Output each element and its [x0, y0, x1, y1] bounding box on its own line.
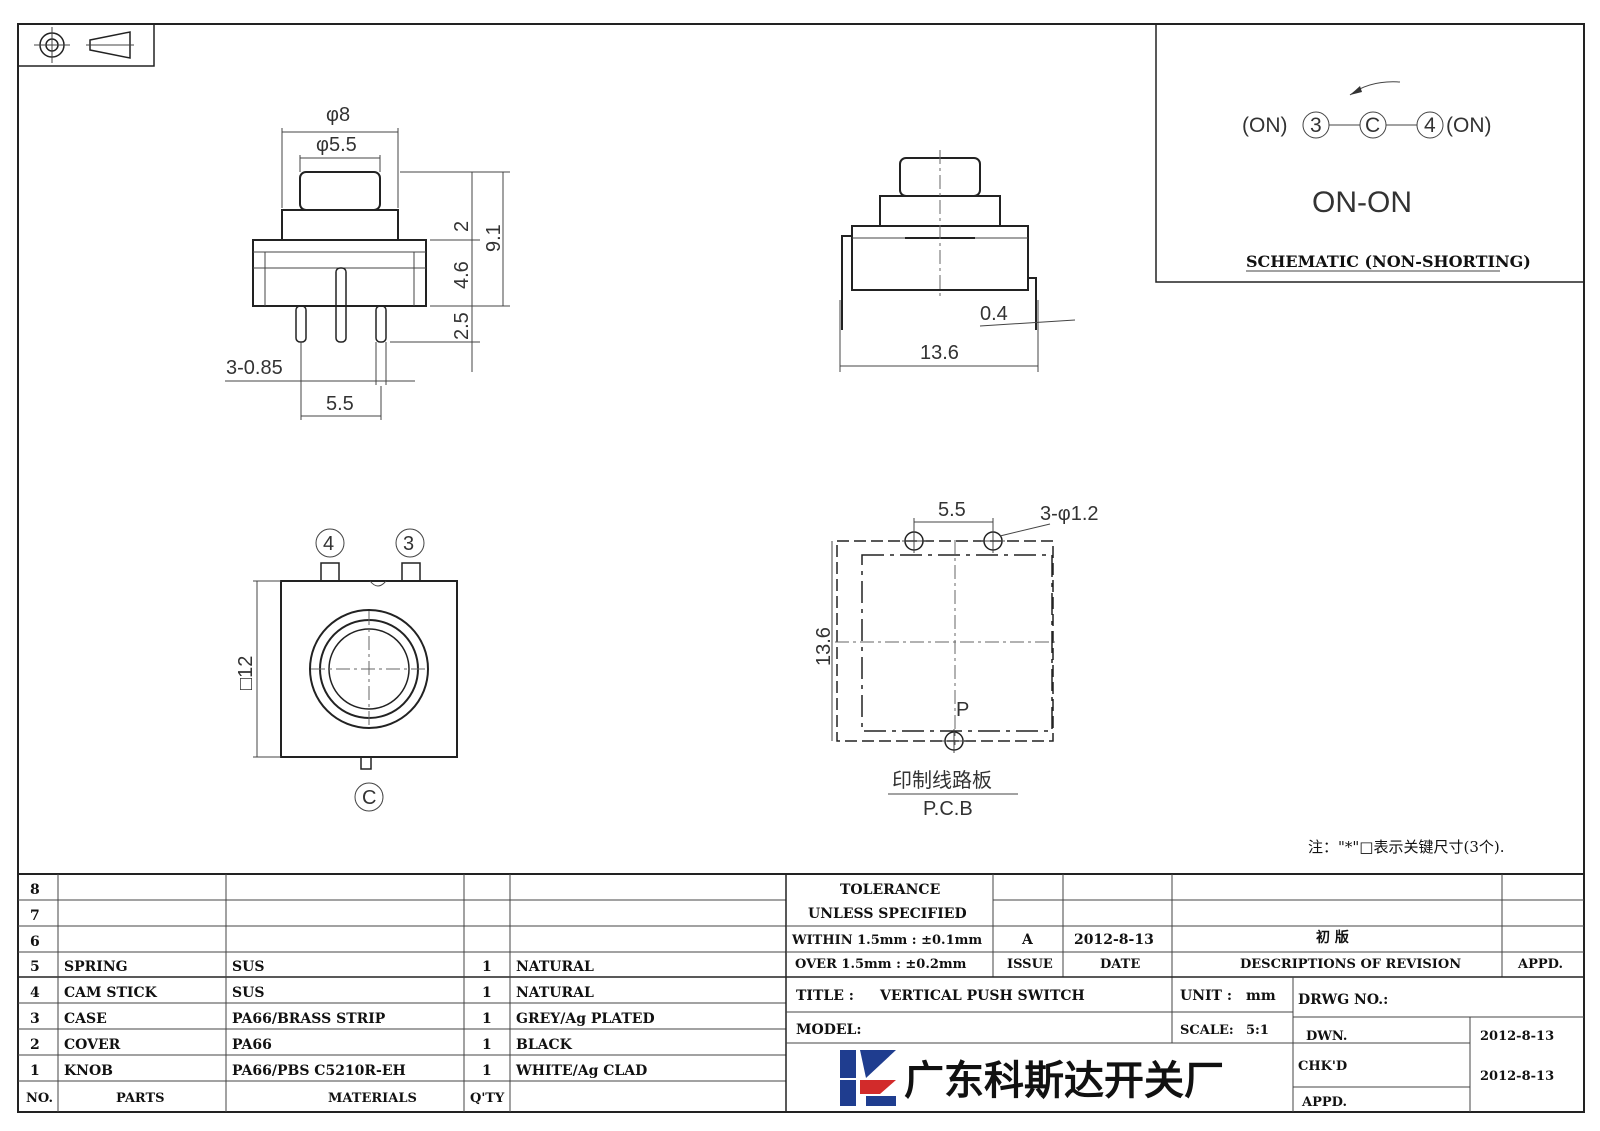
- parts-table: 8 7 6 5 SPRING SUS 1 NATURAL 4 CAM STICK…: [26, 882, 655, 1106]
- tolerance-line1: TOLERANCE: [840, 882, 940, 898]
- dim-h-body: 4.6: [451, 261, 473, 289]
- pcb-p-label: P: [956, 699, 969, 721]
- row-qty: 1: [482, 959, 492, 975]
- schematic-box: (ON) 3 C 4 (ON) ON-ON SCHEMATIC (NON-SHO…: [1155, 23, 1585, 283]
- company-logo-icon: [838, 1050, 896, 1106]
- row-qty: 1: [482, 1063, 492, 1079]
- schematic-on-left: (ON): [1242, 114, 1288, 137]
- row-no: 2: [30, 1037, 40, 1053]
- dwn-label: DWN.: [1306, 1029, 1347, 1044]
- row-material: SUS: [232, 959, 264, 975]
- pcb-view: 5.5 3-φ1.2 13.6 P 印制线路板 P.C.B: [813, 499, 1099, 820]
- top-pin3: 3: [403, 533, 414, 555]
- row-no: 5: [30, 959, 40, 975]
- pcb-holes: 3-φ1.2: [1040, 503, 1099, 525]
- note-text: 注："*"□表示关键尺寸(3个).: [1308, 838, 1505, 856]
- appd-row-label: APPD.: [1301, 1095, 1347, 1110]
- title-value: VERTICAL PUSH SWITCH: [879, 988, 1085, 1004]
- front-view: φ8 φ5.5 2 4.6 2.5 9.1 3-0.85 5.5: [225, 104, 510, 420]
- drwg-no-label: DRWG NO.:: [1298, 992, 1388, 1008]
- model-label: MODEL:: [796, 1022, 862, 1038]
- scale-label: SCALE:: [1180, 1023, 1234, 1038]
- row-material: PA66/PBS C5210R-EH: [232, 1063, 406, 1079]
- top-view: 4 3 C □12: [235, 528, 458, 812]
- issue-label: ISSUE: [1007, 957, 1053, 972]
- tolerance-within: WITHIN 1.5mm : ±0.1mm: [791, 933, 982, 948]
- row-no: 6: [30, 934, 40, 950]
- schematic-caption: SCHEMATIC (NON-SHORTING): [1246, 252, 1531, 271]
- row-qty: 1: [482, 1037, 492, 1053]
- tolerance-line2: UNLESS SPECIFIED: [808, 906, 967, 922]
- side-view: 13.6 0.4: [839, 150, 1076, 372]
- row-qty: 1: [482, 985, 492, 1001]
- title-label: TITLE :: [796, 988, 854, 1004]
- dim-h-pin: 2.5: [451, 312, 473, 340]
- row-part: KNOB: [64, 1063, 113, 1079]
- row-material: PA66/BRASS STRIP: [232, 1011, 386, 1027]
- header-materials: MATERIALS: [328, 1091, 417, 1106]
- revision-issue: A: [1021, 932, 1034, 948]
- dim-h-knob: 2: [451, 221, 473, 232]
- schematic-pin4: 4: [1424, 114, 1436, 137]
- schematic-mode: ON-ON: [1312, 186, 1412, 219]
- header-parts: PARTS: [116, 1091, 165, 1106]
- description-label: DESCRIPTIONS OF REVISION: [1240, 957, 1461, 972]
- scale-value: 5:1: [1246, 1023, 1269, 1038]
- dim-thickness: 0.4: [980, 303, 1008, 325]
- row-no: 8: [30, 882, 40, 898]
- revision-date: 2012-8-13: [1074, 932, 1154, 948]
- sheet-border: [17, 23, 1585, 1113]
- schematic-common: C: [1365, 114, 1380, 137]
- chkd-label: CHK'D: [1298, 1059, 1347, 1074]
- appd-label: APPD.: [1517, 957, 1563, 972]
- row-finish: WHITE/Ag CLAD: [515, 1063, 647, 1079]
- date-label: DATE: [1100, 957, 1140, 972]
- tolerance-over: OVER 1.5mm : ±0.2mm: [795, 957, 967, 972]
- top-pin4: 4: [323, 533, 334, 555]
- revision-desc: 初 版: [1316, 929, 1349, 946]
- title-block-text: TOLERANCE UNLESS SPECIFIED WITHIN 1.5mm …: [791, 882, 1563, 1110]
- row-finish: NATURAL: [516, 985, 594, 1001]
- row-qty: 1: [482, 1011, 492, 1027]
- top-square: □12: [235, 656, 257, 690]
- title-block: [18, 873, 1584, 1112]
- schematic-pin3: 3: [1310, 114, 1322, 137]
- dim-h-total: 9.1: [483, 224, 505, 252]
- dim-width: 13.6: [920, 342, 959, 364]
- dim-dia-outer: φ8: [326, 104, 350, 126]
- row-no: 4: [30, 985, 40, 1001]
- pcb-pitch: 5.5: [938, 499, 966, 521]
- chkd-date: 2012-8-13: [1480, 1069, 1554, 1084]
- header-no: NO.: [26, 1091, 53, 1106]
- dim-pins: 3-0.85: [226, 357, 283, 379]
- row-material: PA66: [232, 1037, 272, 1053]
- top-common: C: [362, 787, 376, 809]
- row-part: CAM STICK: [64, 985, 158, 1001]
- header-qty: Q'TY: [470, 1091, 505, 1106]
- dim-pitch: 5.5: [326, 393, 354, 415]
- pcb-caption-en: P.C.B: [923, 798, 973, 820]
- unit-label: UNIT :: [1180, 988, 1232, 1004]
- pcb-size: 13.6: [813, 627, 835, 666]
- row-material: SUS: [232, 985, 264, 1001]
- dwn-date: 2012-8-13: [1480, 1029, 1554, 1044]
- row-no: 3: [30, 1011, 40, 1027]
- schematic-on-right: (ON): [1446, 114, 1492, 137]
- unit-value: mm: [1246, 988, 1276, 1004]
- row-no: 7: [30, 908, 40, 924]
- row-part: SPRING: [64, 959, 128, 975]
- row-part: CASE: [64, 1011, 107, 1027]
- pcb-caption-cn: 印制线路板: [892, 768, 992, 792]
- company-name: 广东科斯达开关厂: [904, 1058, 1224, 1104]
- row-finish: NATURAL: [516, 959, 594, 975]
- row-finish: GREY/Ag PLATED: [516, 1011, 655, 1027]
- row-finish: BLACK: [516, 1037, 573, 1053]
- row-part: COVER: [64, 1037, 121, 1053]
- dim-dia-inner: φ5.5: [316, 134, 357, 156]
- row-no: 1: [30, 1063, 40, 1079]
- projection-symbol: [17, 23, 155, 67]
